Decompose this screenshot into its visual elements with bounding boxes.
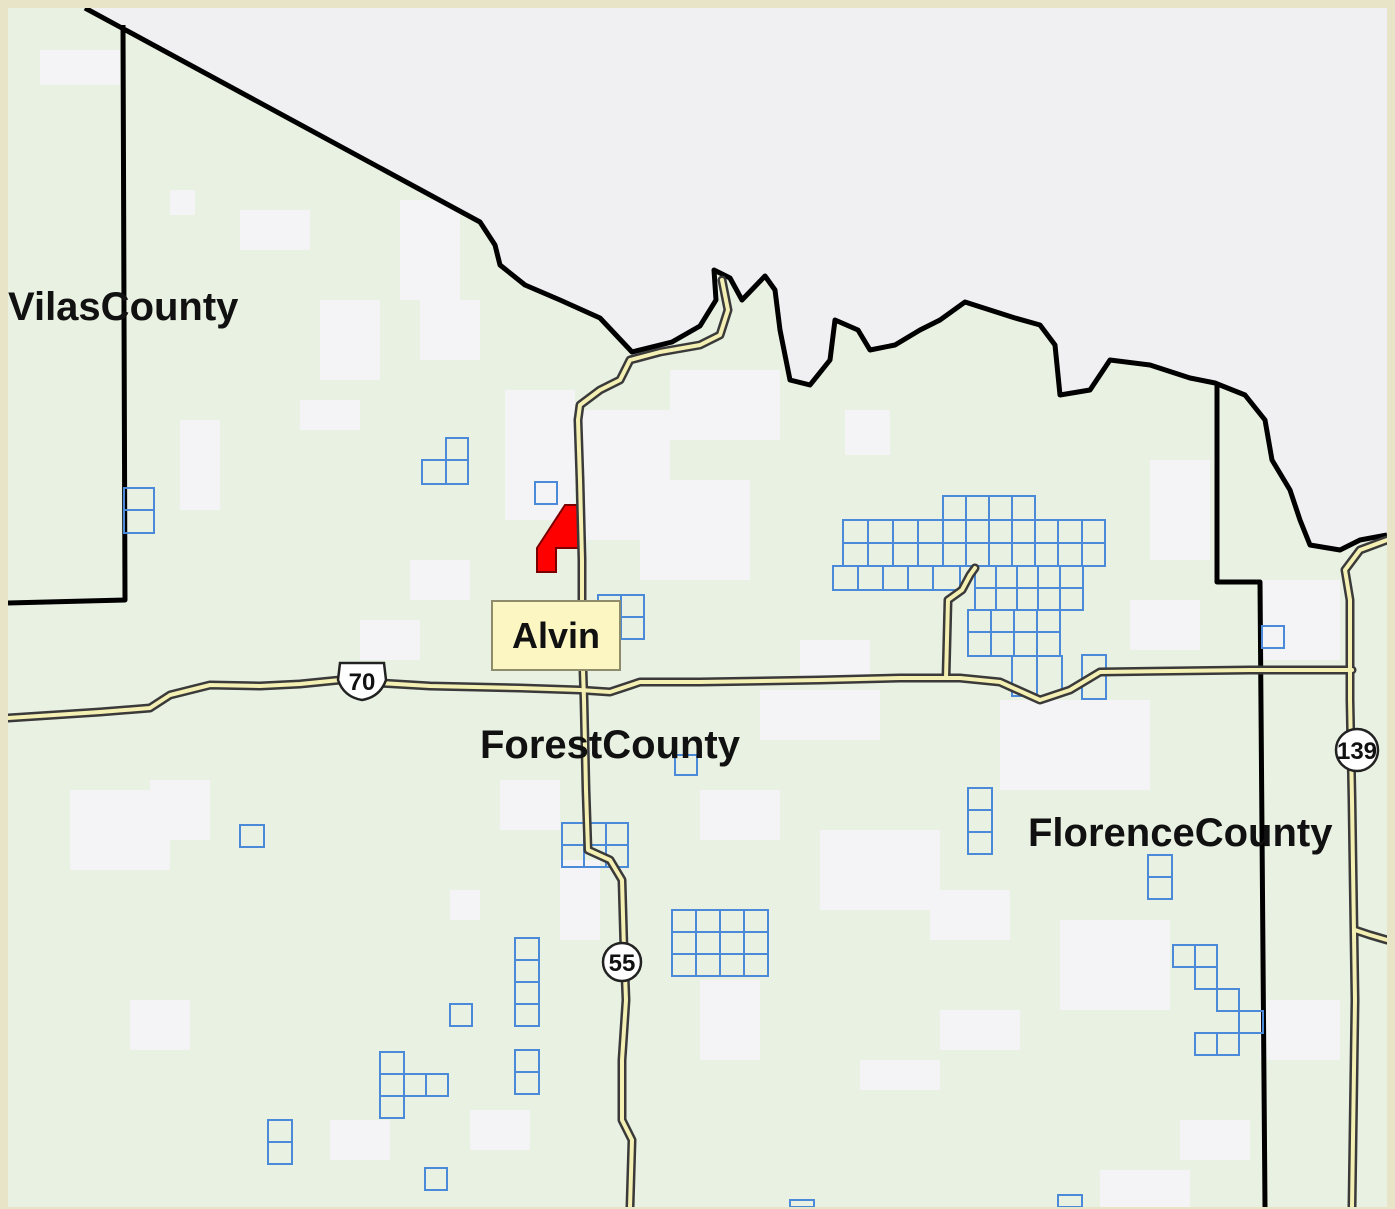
us-70-shield: 70	[336, 661, 388, 702]
state-border	[83, 8, 1387, 553]
roads	[8, 275, 1387, 1207]
hwy-139-shield: 139	[1334, 727, 1380, 773]
forest-florence-border	[1214, 385, 1268, 1207]
us-70-label: 70	[349, 669, 376, 696]
county-label-vilas: VilasCounty	[8, 285, 239, 329]
vilas-forest-border	[8, 24, 128, 606]
clearing-patches	[40, 50, 1340, 1207]
county-borders	[8, 8, 1387, 1207]
county-label-florence: FlorenceCounty	[1028, 811, 1333, 855]
hwy-55-label: 55	[609, 950, 636, 977]
hwy-55-shield: 55	[601, 941, 643, 983]
map-canvas[interactable]: 70 55 139 VilasCounty ForestCounty Flore…	[8, 8, 1387, 1207]
hwy-139-label: 139	[1337, 738, 1377, 765]
place-label-text: Alvin	[511, 614, 600, 656]
county-label-forest: ForestCounty	[480, 723, 741, 767]
place-label-alvin[interactable]: Alvin	[491, 600, 621, 671]
